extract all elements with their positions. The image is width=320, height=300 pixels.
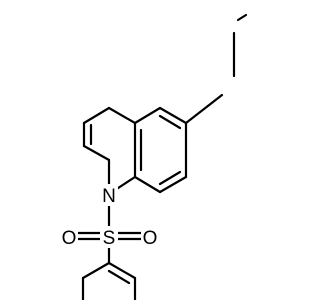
bond-c5-c6 (158, 106, 188, 125)
atom-n-label: N (102, 186, 116, 207)
bond-c4a-c4 (107, 106, 137, 125)
bond-c6-o (184, 93, 224, 125)
bond-tol-a (81, 261, 111, 280)
benzo-ring (107, 106, 188, 194)
atom-labels: N S O O (60, 184, 159, 249)
methoxy-group (184, 13, 248, 125)
atom-s-label: S (103, 228, 116, 249)
bond-c5-c6-double (158, 114, 182, 130)
bond-c4a-c5 (133, 106, 162, 125)
structure-canvas: N S O O (60, 13, 248, 300)
bond-o-ch3 (236, 13, 248, 22)
bond-c7-c8 (158, 175, 188, 194)
tolyl-ring (81, 246, 137, 300)
atom-o-sulfonyl-left-label: O (62, 228, 77, 249)
sulfonyl-group (76, 202, 143, 241)
bond-c4a-c4 (82, 106, 111, 125)
bond-c7-c8-double (158, 170, 182, 186)
dihydropyridine-ring (82, 106, 137, 196)
molecule-diagram: N S O O (60, 13, 248, 300)
atom-o-sulfonyl-right-label: O (143, 228, 158, 249)
bond-tol-b-double (107, 269, 131, 285)
bond-c8-c8a (133, 175, 162, 194)
bond-c3-c2 (82, 144, 111, 162)
bond-tol-b (107, 261, 137, 280)
